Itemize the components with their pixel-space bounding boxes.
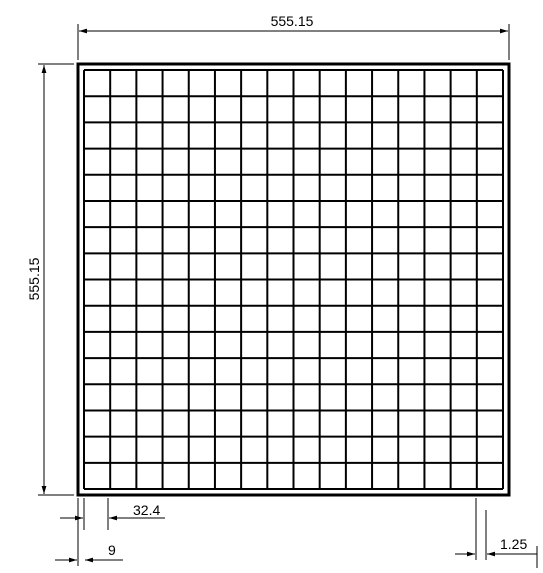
left-height-label: 555.15	[26, 257, 42, 300]
left-height-dimension	[38, 63, 74, 496]
right-gap-dimension	[455, 498, 538, 568]
top-width-label: 555.15	[271, 13, 314, 29]
right-gap-label: 1.25	[500, 536, 527, 552]
border-offset-label: 9	[108, 542, 116, 558]
cell-pitch-label: 32.4	[133, 502, 160, 518]
outer-frame	[76, 62, 511, 497]
cell-grid	[83, 69, 504, 490]
top-width-dimension	[77, 24, 510, 60]
cell-pitch-dimension	[60, 498, 165, 530]
border-offset-dimension	[55, 498, 123, 566]
